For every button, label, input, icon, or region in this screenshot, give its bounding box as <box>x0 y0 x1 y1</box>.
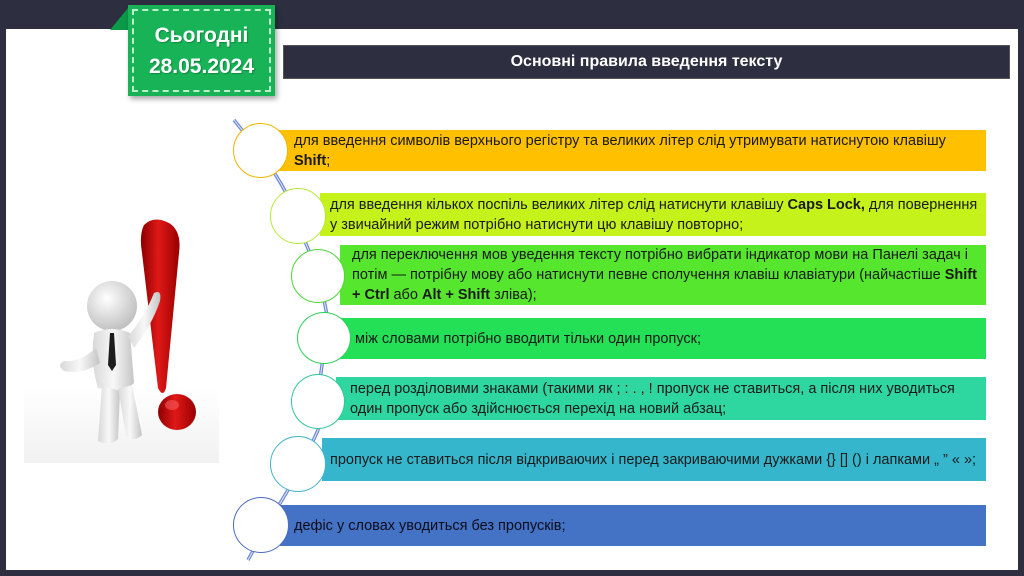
rule-text: дефіс у словах уводиться без пропусків; <box>294 517 566 534</box>
rule-item: між словами потрібно вводити тільки один… <box>337 318 986 359</box>
badge-today-label: Сьогодні <box>154 23 249 47</box>
rule-bullet-circle <box>270 188 326 244</box>
rule-bullet-circle <box>291 249 345 303</box>
rule-bullet-circle <box>233 123 288 178</box>
rule-item: для введення кількох поспіль великих літ… <box>320 193 986 236</box>
rule-item: перед розділовими знаками (такими як ; :… <box>336 377 986 420</box>
rule-text: для введення кількох поспіль великих літ… <box>330 196 978 233</box>
page-title: Основні правила введення тексту <box>510 53 783 70</box>
rule-text: між словами потрібно вводити тільки один… <box>355 330 702 347</box>
date-badge: Сьогодні 28.05.2024 <box>128 5 275 96</box>
rule-bullet-circle <box>291 374 345 429</box>
rule-item: пропуск не ставиться після відкриваючих … <box>322 438 986 481</box>
rule-text: для введення символів верхнього регістру… <box>294 132 946 169</box>
rule-text: для переключення мов уведення тексту пот… <box>352 247 977 303</box>
badge-date: 28.05.2024 <box>148 54 255 78</box>
rule-item: для переключення мов уведення тексту пот… <box>340 245 986 305</box>
rule-bullet-circle <box>297 312 351 364</box>
rule-bullet-circle <box>270 436 326 492</box>
badge-notch <box>110 8 128 30</box>
rule-bullet-circle <box>233 497 289 553</box>
exclamation-person-illustration <box>24 213 219 463</box>
page-title-bar: Основні правила введення тексту <box>283 45 1010 79</box>
rule-item: для введення символів верхнього регістру… <box>272 130 986 171</box>
rule-item: дефіс у словах уводиться без пропусків; <box>280 505 986 546</box>
rule-text: перед розділовими знаками (такими як ; :… <box>350 380 955 417</box>
exclamation-person-icon <box>60 219 196 444</box>
date-badge-inner: Сьогодні 28.05.2024 <box>132 9 271 92</box>
rule-text: пропуск не ставиться після відкриваючих … <box>330 451 977 468</box>
